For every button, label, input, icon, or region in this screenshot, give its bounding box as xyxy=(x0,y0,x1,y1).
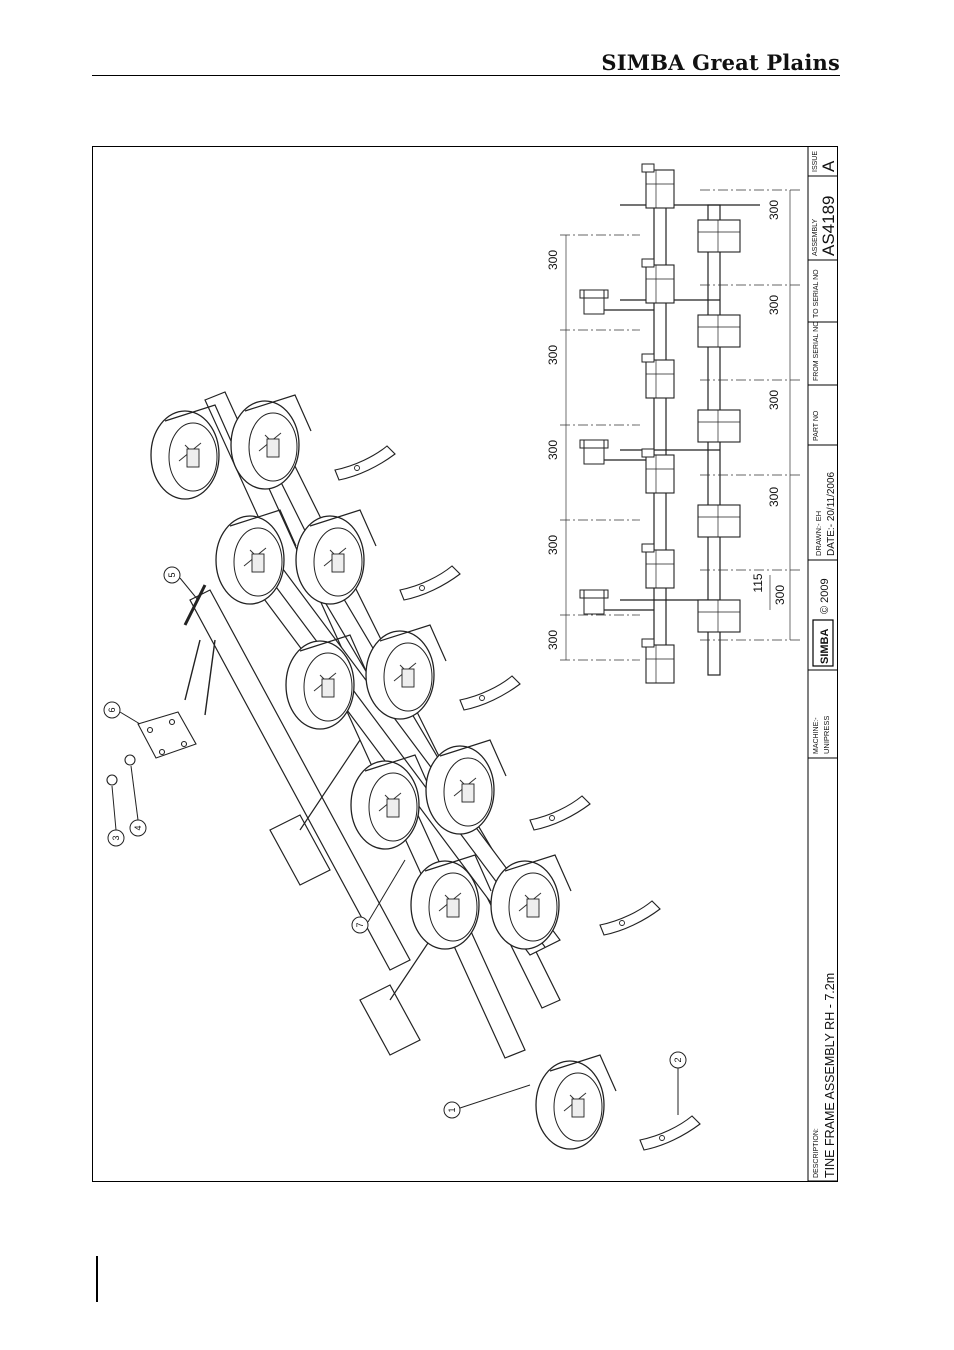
machine-label: MACHINE:- xyxy=(813,717,820,754)
simba-logo: SIMBA xyxy=(819,629,831,665)
page-edge-mark xyxy=(96,1256,98,1302)
assembly-number: AS4189 xyxy=(819,196,838,257)
issue-label: ISSUE xyxy=(812,151,819,172)
to-serial-label: TO SERIAL NO xyxy=(813,269,820,318)
svg-text:2: 2 xyxy=(673,1057,683,1062)
svg-text:300: 300 xyxy=(767,295,781,315)
svg-text:1: 1 xyxy=(447,1107,457,1112)
svg-text:115: 115 xyxy=(751,573,765,592)
balloon-6: 6 xyxy=(104,702,140,724)
balloon-5: 5 xyxy=(164,567,198,600)
svg-text:3: 3 xyxy=(111,835,121,840)
isometric-view xyxy=(185,392,560,1058)
description-value: TINE FRAME ASSEMBLY RH - 7.2m xyxy=(823,973,837,1178)
part-no-label: PART NO xyxy=(813,410,820,441)
svg-text:300: 300 xyxy=(767,200,781,220)
machine-value: UNIPRESS xyxy=(822,716,831,754)
from-serial-label: FROM SERIAL NO xyxy=(813,321,820,381)
copyright: © 2009 xyxy=(819,578,831,614)
description-label: DESCRIPTION: xyxy=(813,1128,820,1178)
balloon-2: 2 xyxy=(670,1052,686,1115)
svg-text:300: 300 xyxy=(546,535,560,555)
svg-text:300: 300 xyxy=(767,390,781,410)
svg-text:300: 300 xyxy=(546,440,560,460)
assembly-label: ASSEMBLY xyxy=(812,218,819,256)
exploded-hardware xyxy=(107,585,205,785)
svg-text:7: 7 xyxy=(355,922,365,927)
issue-value: A xyxy=(819,160,838,172)
svg-text:300: 300 xyxy=(546,345,560,365)
svg-text:300: 300 xyxy=(546,630,560,650)
svg-text:5: 5 xyxy=(167,572,177,577)
drawing-date: DATE:- 20/11/2006 xyxy=(826,471,837,556)
svg-text:4: 4 xyxy=(133,825,143,830)
svg-text:300: 300 xyxy=(773,585,787,605)
drawn-by: DRAWN:- EH xyxy=(814,511,823,556)
svg-text:300: 300 xyxy=(767,487,781,507)
balloon-1: 1 xyxy=(444,1085,530,1118)
svg-text:6: 6 xyxy=(107,707,117,712)
balloon-4: 4 xyxy=(130,766,146,836)
balloon-3: 3 xyxy=(108,786,124,846)
svg-text:300: 300 xyxy=(546,250,560,270)
